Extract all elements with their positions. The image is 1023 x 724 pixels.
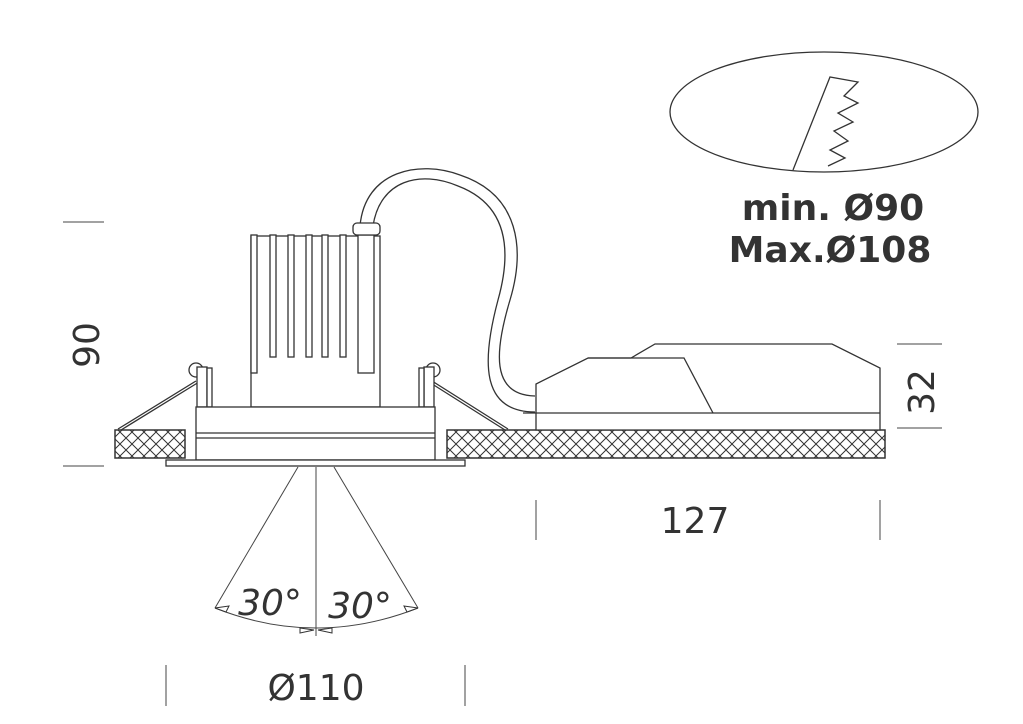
height-label: 90 [67,322,108,368]
beam-left-label: 30° [238,583,302,624]
heatsink [250,234,381,408]
driver [523,343,881,431]
height-dimension: 90 [63,221,108,467]
housing [165,406,466,467]
beam-right-label: 30° [328,586,392,627]
diameter-dimension: Ø110 [165,665,466,709]
beam-angle: 30° 30° [214,466,419,636]
cable-connector [352,222,381,236]
driver-height-label: 32 [902,369,943,415]
cutout-detail: min. Ø90 Max.Ø108 [669,51,979,271]
ceiling-board-right [446,429,886,459]
diameter-label: Ø110 [267,668,364,709]
cutout-max-label: Max.Ø108 [729,230,932,271]
ceiling-board-left [114,429,186,459]
cutout-min-label: min. Ø90 [742,188,924,229]
driver-height-dimension: 32 [897,343,943,429]
cable [352,168,536,413]
driver-length-dimension: 127 [535,500,881,542]
driver-length-label: 127 [661,501,730,542]
